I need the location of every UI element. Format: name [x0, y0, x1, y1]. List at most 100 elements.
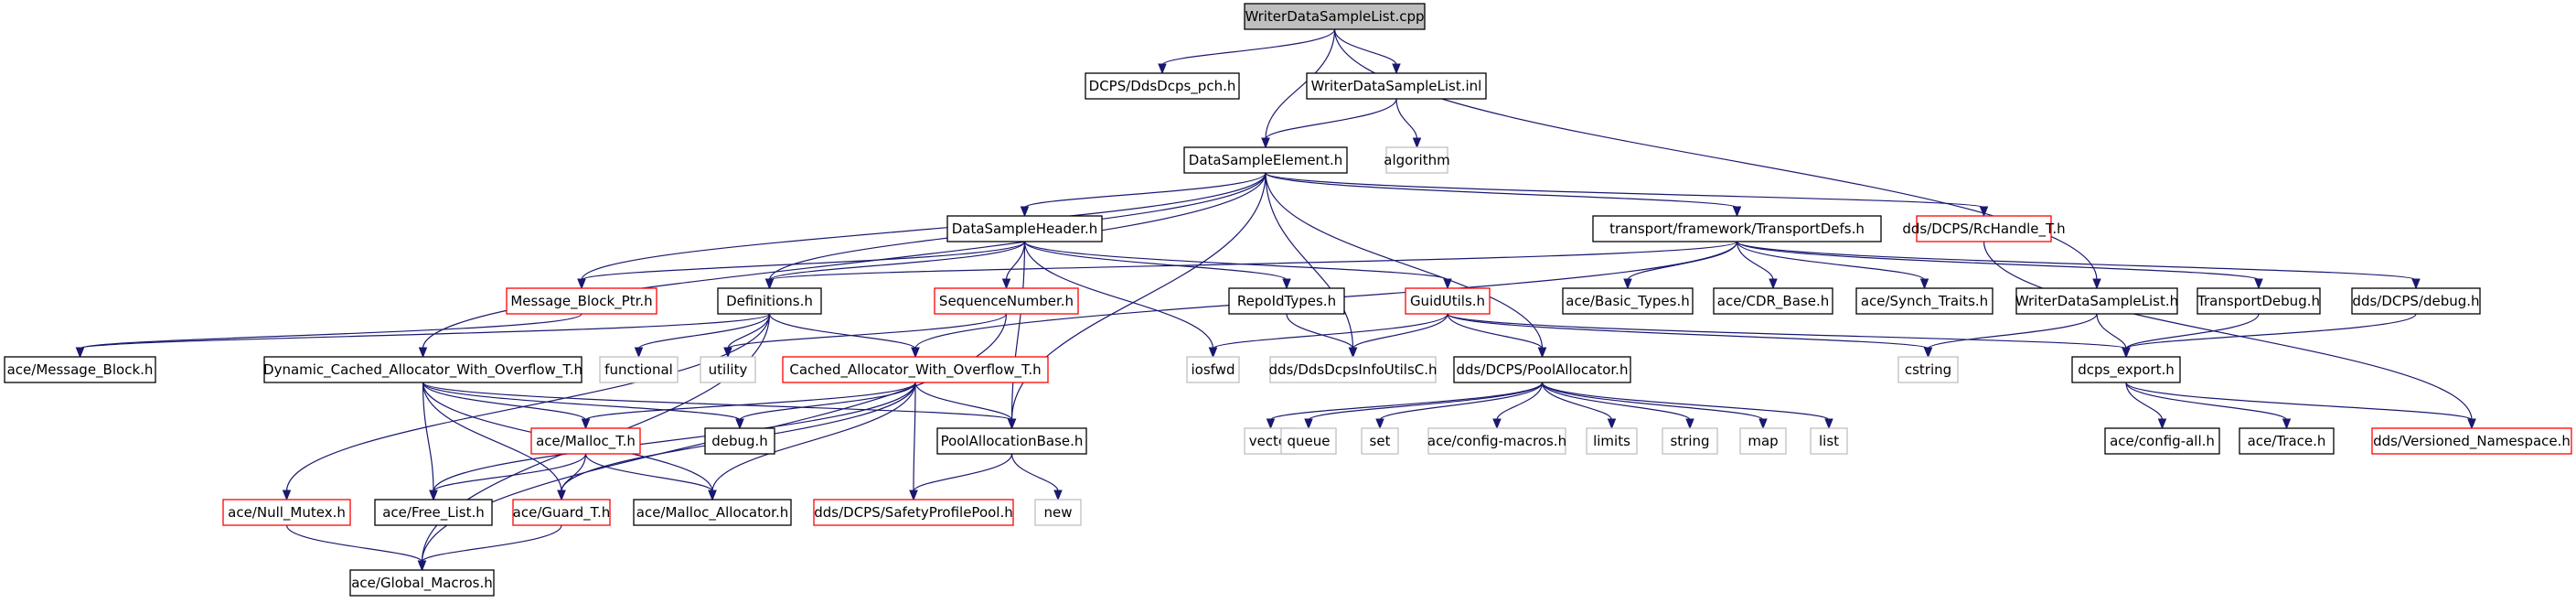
node-box [934, 287, 1079, 315]
node-dsh[interactable]: DataSampleHeader.h [946, 215, 1103, 242]
node-mallocalloc[interactable]: ace/Malloc_Allocator.h [633, 499, 792, 526]
node-label: cstring [1905, 361, 1951, 378]
node-safetypool[interactable]: dds/DCPS/SafetyProfilePool.h [813, 499, 1014, 526]
node-box [1855, 287, 1993, 315]
arrowhead-icon [1824, 418, 1833, 430]
arrowhead-icon [1492, 418, 1502, 430]
node-label: algorithm [1384, 152, 1449, 168]
node-pab[interactable]: PoolAllocationBase.h [936, 427, 1087, 455]
node-box [1427, 427, 1566, 455]
node-label: ace/config-all.h [2110, 433, 2215, 449]
edge-dse-to-mbptr [577, 172, 1267, 290]
edge-root-to-inl [1333, 28, 1401, 75]
arrowhead-icon [1623, 278, 1632, 290]
arrowhead-icon [1053, 490, 1063, 501]
edge-guidutils-to-iosfwd [1208, 313, 1448, 359]
node-box [2071, 356, 2181, 383]
node-box [1034, 499, 1082, 526]
edge-dcpsexport-to-configall [2125, 382, 2167, 430]
node-malloct[interactable]: ace/Malloc_T.h [530, 427, 641, 455]
node-guidutils[interactable]: GuidUtils.h [1405, 287, 1491, 315]
node-box [1186, 356, 1240, 383]
node-label: WriterDataSampleList.cpp [1245, 8, 1424, 25]
arrowhead-icon [1261, 137, 1270, 149]
node-inl[interactable]: WriterDataSampleList.inl [1306, 72, 1487, 100]
arrowhead-icon [1304, 418, 1313, 430]
node-msgblock[interactable]: ace/Message_Block.h [4, 356, 156, 383]
node-wdsl[interactable]: WriterDataSampleList.h [2015, 287, 2178, 315]
arrowhead-icon [577, 278, 586, 290]
node-box [813, 499, 1014, 526]
node-pch[interactable]: DCPS/DdsDcps_pch.h [1085, 72, 1240, 100]
node-basic[interactable]: ace/Basic_Types.h [1562, 287, 1694, 315]
node-globalmacros[interactable]: ace/Global_Macros.h [349, 569, 495, 597]
node-limits: limits [1586, 427, 1638, 455]
node-label: Message_Block_Ptr.h [510, 293, 652, 310]
arrowhead-icon [2254, 278, 2263, 290]
node-tdefs[interactable]: transport/framework/TransportDefs.h [1592, 215, 1882, 242]
node-new: new [1034, 499, 1082, 526]
edge-root-to-pch [1158, 28, 1336, 75]
node-iosfwd: iosfwd [1186, 356, 1240, 383]
edge-inl-to-dse [1261, 98, 1397, 149]
node-label: Dynamic_Cached_Allocator_With_Overflow_T… [263, 361, 583, 379]
arrowhead-icon [1020, 206, 1030, 218]
edge-seqnum-to-utility [723, 313, 1008, 359]
node-ddebug[interactable]: dds/DCPS/debug.h [2351, 287, 2481, 315]
arrowhead-icon [764, 278, 775, 290]
node-label: WriterDataSampleList.h [2015, 293, 2178, 309]
edge-ddebug-to-dcpsexport [2122, 313, 2417, 359]
node-trace[interactable]: ace/Trace.h [2239, 427, 2335, 455]
edge-dse-to-dcaoh [418, 172, 1267, 359]
edge-caoh-to-debugh [735, 382, 916, 430]
node-box [2371, 427, 2572, 455]
node-cdrbase[interactable]: ace/CDR_Base.h [1713, 287, 1833, 315]
node-dcpsexport[interactable]: dcps_export.h [2071, 356, 2181, 383]
node-label: dds/Versioned_Namespace.h [2373, 433, 2571, 450]
node-synch[interactable]: ace/Synch_Traits.h [1855, 287, 1993, 315]
node-dcaoh[interactable]: Dynamic_Cached_Allocator_With_Overflow_T… [263, 356, 583, 383]
node-guardt[interactable]: ace/Guard_T.h [512, 499, 611, 526]
node-defs[interactable]: Definitions.h [717, 287, 822, 315]
node-debugh[interactable]: debug.h [704, 427, 775, 455]
arrowhead-icon [634, 347, 644, 359]
node-label: PoolAllocationBase.h [941, 433, 1084, 449]
arrowhead-icon [1158, 63, 1167, 75]
node-seqnum[interactable]: SequenceNumber.h [934, 287, 1079, 315]
node-functional: functional [599, 356, 679, 383]
node-tdebug[interactable]: TransportDebug.h [2197, 287, 2321, 315]
edge-pab-to-new [1010, 453, 1063, 501]
node-box [1385, 146, 1448, 174]
node-label: ace/Message_Block.h [7, 361, 154, 379]
arrowhead-icon [75, 347, 85, 359]
arrowhead-icon [1392, 63, 1401, 75]
edge-dse-to-poolalloc [1265, 172, 1547, 359]
node-box [2197, 287, 2321, 315]
node-mbptr[interactable]: Message_Block_Ptr.h [506, 287, 657, 315]
node-label: ace/config-macros.h [1427, 433, 1566, 449]
node-label: dds/DdsDcpsInfoUtilsC.h [1268, 361, 1437, 378]
node-repoid[interactable]: RepoIdTypes.h [1228, 287, 1345, 315]
node-box [1085, 72, 1240, 100]
node-label: SequenceNumber.h [939, 293, 1074, 309]
node-box [1592, 215, 1882, 242]
node-rchandle[interactable]: dds/DCPS/RcHandle_T.h [1902, 215, 2066, 242]
node-poolalloc[interactable]: dds/DCPS/PoolAllocator.h [1453, 356, 1631, 383]
node-box [222, 499, 351, 526]
node-freelist[interactable]: ace/Free_List.h [374, 499, 493, 526]
node-caoh[interactable]: Cached_Allocator_With_Overflow_T.h [782, 356, 1049, 383]
node-nullmutex[interactable]: ace/Null_Mutex.h [222, 499, 351, 526]
edge-defs-to-utility [723, 313, 771, 359]
node-dse[interactable]: DataSampleElement.h [1183, 146, 1348, 174]
node-configall[interactable]: ace/config-all.h [2104, 427, 2220, 455]
arrowhead-icon [909, 490, 918, 501]
node-box [1361, 427, 1399, 455]
node-versioned[interactable]: dds/Versioned_Namespace.h [2371, 427, 2572, 455]
node-label: transport/framework/TransportDefs.h [1609, 221, 1865, 237]
edge-poolalloc-to-vector [1266, 382, 1544, 430]
node-root[interactable]: WriterDataSampleList.cpp [1244, 3, 1426, 30]
node-box [512, 499, 611, 526]
node-box [2239, 427, 2335, 455]
node-box [1244, 3, 1426, 30]
edge-dsh-to-guidutils [1023, 241, 1452, 290]
